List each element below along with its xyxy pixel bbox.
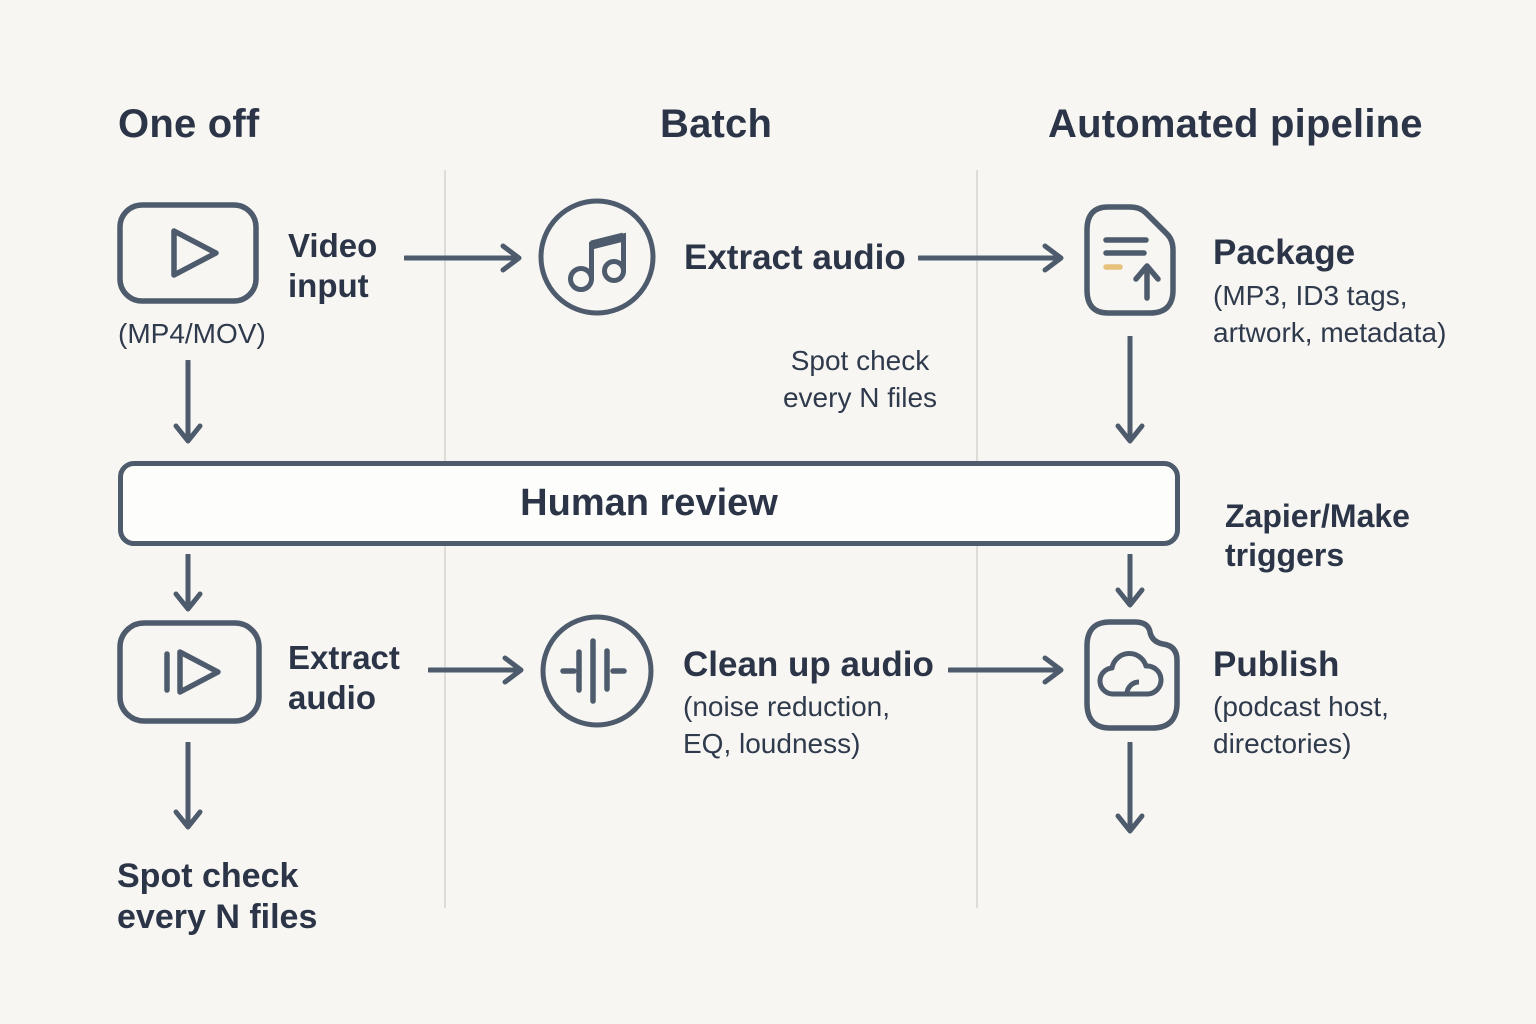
cloud-file-icon xyxy=(1080,615,1184,735)
batch-extract-audio-label: Extract audio xyxy=(684,238,906,277)
package-caption: (MP3, ID3 tags, artwork, metadata) xyxy=(1213,280,1447,348)
clean-up-audio-label: Clean up audio xyxy=(683,645,934,684)
header-one-off: One off xyxy=(118,102,260,146)
zapier-make-label: Zapier/Make triggers xyxy=(1225,498,1410,574)
batch-spot-check-note: Spot check every N files xyxy=(782,345,938,413)
arrow-down-icon xyxy=(168,740,208,839)
clean-up-audio-caption: (noise reduction, EQ, loudness) xyxy=(683,691,891,759)
human-review-bar: Human review xyxy=(118,461,1180,546)
publish-caption: (podcast host, directories) xyxy=(1213,691,1389,759)
arrow-right-icon xyxy=(946,650,1068,695)
oneoff-extract-audio-label: Extract audio xyxy=(288,639,400,717)
video-input-caption: (MP4/MOV) xyxy=(118,318,266,349)
header-batch: Batch xyxy=(660,102,773,146)
waveform-icon xyxy=(539,613,655,729)
header-automated-pipeline: Automated pipeline xyxy=(1048,102,1423,146)
play-icon xyxy=(117,202,259,304)
publish-label: Publish xyxy=(1213,645,1340,684)
document-upload-icon xyxy=(1080,200,1180,320)
arrow-right-icon xyxy=(426,650,528,695)
arrow-down-icon xyxy=(1110,334,1150,453)
human-review-label: Human review xyxy=(520,482,778,524)
play-bar-icon xyxy=(117,620,262,724)
arrow-down-icon xyxy=(168,358,208,453)
arrow-right-icon xyxy=(402,238,526,283)
oneoff-spot-check-label: Spot check every N files xyxy=(117,857,318,937)
arrow-down-icon xyxy=(168,552,208,621)
video-input-label: Video input xyxy=(288,227,378,305)
arrow-right-icon xyxy=(916,238,1068,283)
package-label: Package xyxy=(1213,233,1356,272)
music-note-icon xyxy=(536,196,658,318)
arrow-down-icon xyxy=(1110,552,1150,617)
arrow-down-icon xyxy=(1110,740,1150,843)
